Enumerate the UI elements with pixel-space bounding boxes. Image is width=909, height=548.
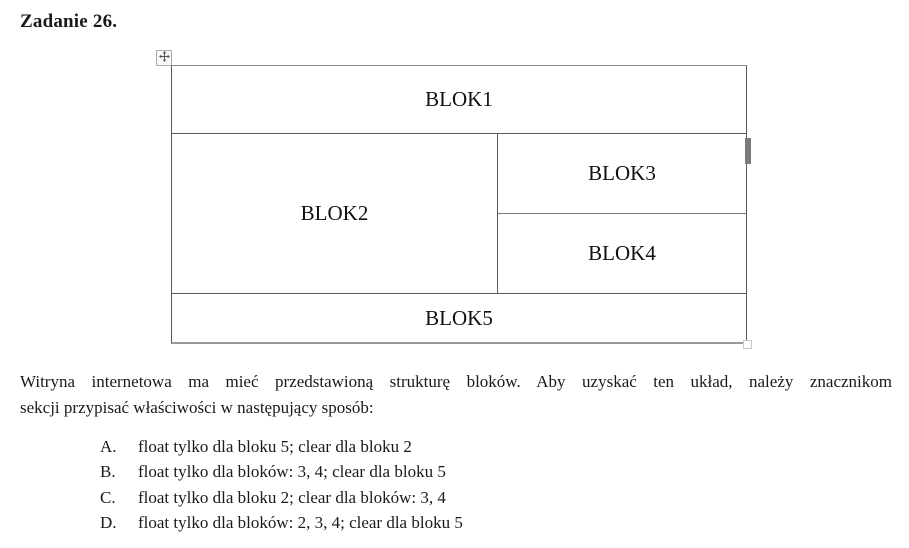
block-blok2: BLOK2	[172, 134, 498, 293]
block-blok3-label: BLOK3	[588, 161, 656, 185]
option-b-text: float tylko dla bloków: 3, 4; clear dla …	[138, 462, 446, 482]
block-blok2-label: BLOK2	[300, 201, 369, 225]
block-blok1: BLOK1	[172, 66, 746, 134]
option-b-letter: B.	[100, 462, 116, 482]
block-diagram-table: BLOK1 BLOK2 BLOK3 BLOK4 BLOK5	[171, 65, 747, 344]
option-a-text: float tylko dla bloku 5; clear dla bloku…	[138, 437, 412, 456]
option-a-letter: A.	[100, 437, 117, 456]
option-d-text: float tylko dla bloków: 2, 3, 4; clear d…	[138, 513, 463, 533]
answer-options: A. float tylko dla bloku 5; clear dla bl…	[100, 434, 463, 536]
option-row-d: D. float tylko dla bloków: 2, 3, 4; clea…	[100, 510, 463, 535]
block-blok3: BLOK3	[498, 134, 746, 214]
option-c-letter: C.	[100, 487, 116, 507]
block-blok5: BLOK5	[172, 293, 746, 342]
option-c-text: float tylko dla bloku 2; clear dla blokó…	[138, 487, 446, 507]
block-blok4-label: BLOK4	[588, 241, 656, 265]
block-blok1-label: BLOK1	[425, 87, 493, 111]
block-blok5-label: BLOK5	[425, 305, 493, 330]
task-title: Zadanie 26.	[20, 11, 118, 32]
option-row-c: C. float tylko dla bloku 2; clear dla bl…	[100, 485, 463, 510]
question-line-1: Witryna internetowa ma mieć przedstawion…	[20, 372, 892, 391]
table-move-icon	[158, 49, 170, 67]
option-row-a: A. float tylko dla bloku 5; clear dla bl…	[100, 434, 463, 459]
table-resize-handle[interactable]	[743, 340, 752, 349]
border-drag-handle[interactable]	[745, 138, 751, 164]
question-line-2: sekcji przypisać właściwości w następują…	[20, 398, 374, 417]
option-row-b: B. float tylko dla bloków: 3, 4; clear d…	[100, 459, 463, 484]
option-d-letter: D.	[100, 513, 117, 533]
table-move-handle[interactable]	[156, 50, 172, 66]
block-blok4: BLOK4	[498, 214, 746, 293]
question-paragraph: Witryna internetowa ma mieć przedstawion…	[20, 369, 892, 421]
